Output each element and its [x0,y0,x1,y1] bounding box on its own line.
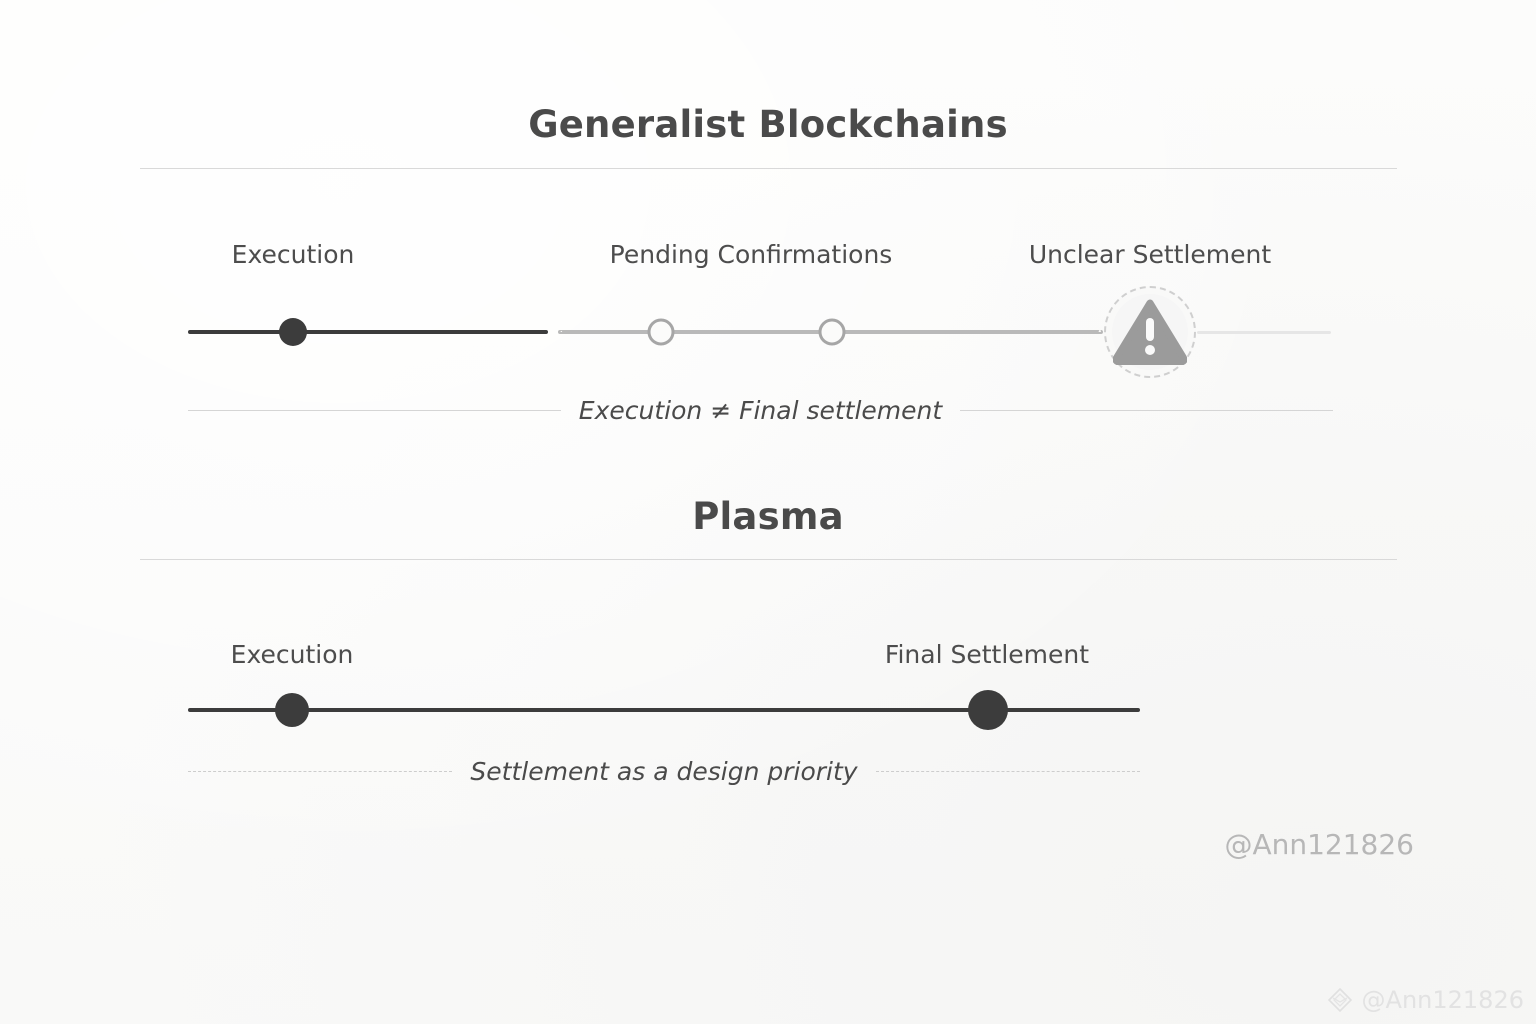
caption-text-plasma: Settlement as a design priority [470,757,858,786]
section-title-plasma: Plasma [692,495,844,538]
section-title-generalist: Generalist Blockchains [528,103,1008,146]
node-label-unclear-settlement: Unclear Settlement [1028,240,1272,269]
node-label-execution-plasma: Execution [230,640,354,669]
node-marker-final-settlement[interactable] [968,690,1008,730]
section-divider-plasma [140,559,1397,560]
node-marker-execution-plasma[interactable] [275,693,309,727]
track-segment-faint-tail [1197,331,1331,334]
timeline-plasma: Execution Final Settlement [0,630,1536,740]
node-marker-pending-1[interactable] [647,318,675,346]
caption-rule-left [188,410,561,411]
watermark-handle: @Ann121826 [1224,828,1414,861]
track-segment-solid-plasma [188,708,1140,712]
node-label-execution: Execution [231,240,355,269]
section-divider-generalist [140,168,1397,169]
watermark-corner-text: @Ann121826 [1361,986,1524,1014]
watermark-corner: @Ann121826 [1327,986,1524,1014]
caption-rule-right-plasma [875,771,1141,772]
track-segment-solid [188,330,548,334]
node-label-pending-confirmations: Pending Confirmations [609,240,893,269]
node-marker-pending-2[interactable] [818,318,846,346]
node-label-final-settlement: Final Settlement [884,640,1090,669]
node-marker-execution[interactable] [279,318,307,346]
caption-plasma: Settlement as a design priority [188,757,1141,786]
diamond-logo-icon [1327,987,1352,1013]
node-marker-unclear-settlement[interactable] [1104,286,1196,378]
caption-text-generalist: Execution ≠ Final settlement [578,396,943,425]
warning-triangle-icon [1113,299,1187,365]
caption-rule-right [960,410,1333,411]
timeline-generalist: Execution Pending Confirmations Unclear … [0,232,1536,378]
caption-generalist: Execution ≠ Final settlement [188,396,1333,425]
caption-rule-left-plasma [188,771,453,772]
